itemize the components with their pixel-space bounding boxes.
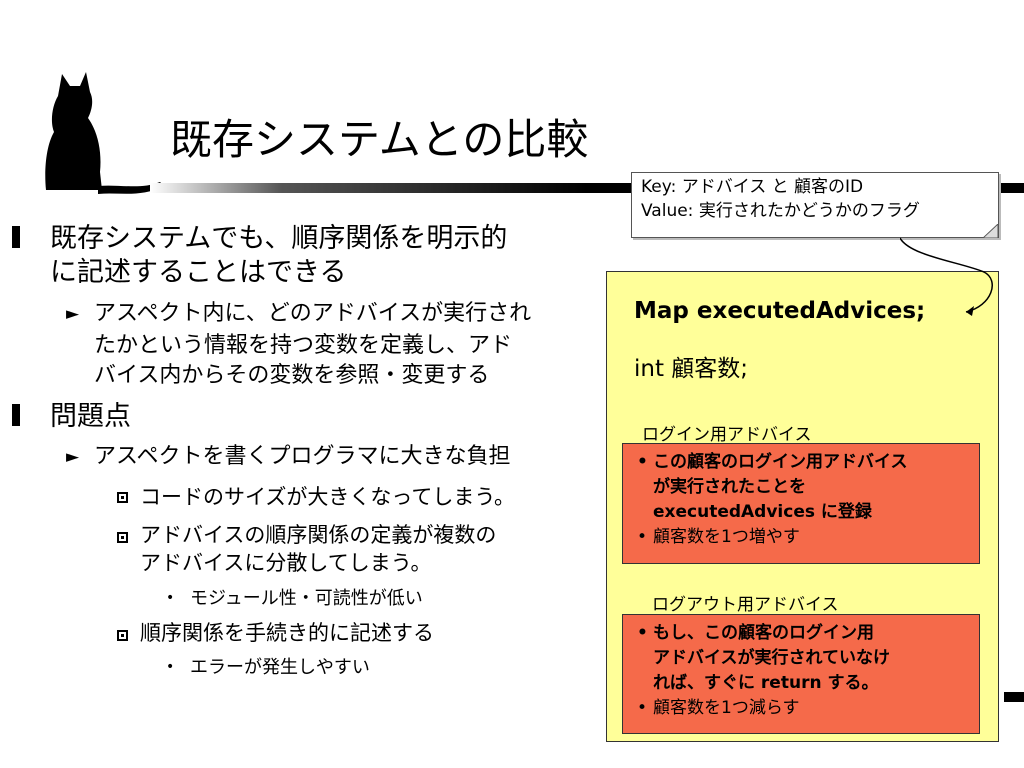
int-declaration: int 顧客数; [634,356,749,382]
bullet-marker [12,226,20,248]
square-bullet-icon [117,630,128,641]
item-1: コードのサイズが大きくなってしまう。 [140,485,516,509]
sub-bullet-1-line-2: たかという情報を持つ変数を定義し、アド [94,333,513,358]
note-line-2: Value: 実行されたかどうかのフラグ [641,201,920,221]
square-bullet-icon [117,532,128,543]
square-bullet-icon [117,492,128,503]
triangle-bullet-icon: ► [66,447,80,467]
note-fold-corner [983,224,998,238]
bullet-1-line-2: に記述することはできる [50,257,347,288]
item-3-sub: エラーが発生しやすい [190,657,370,678]
login-line-3-code: executedAdvices [653,502,815,522]
logout-line-3a: れば、すぐに [653,673,761,693]
sub-bullet-1-line-1: アスペクト内に、どのアドバイスが実行され [94,301,532,326]
cat-logo-icon [45,72,164,194]
item-2-line-2: アドバイスに分散してしまう。 [140,551,432,575]
map-declaration: Map executedAdvices; [634,298,926,324]
login-advice-caption: ログイン用アドバイス [642,425,812,445]
login-line-2: が実行されたことを [653,477,806,497]
item-2-sub: モジュール性・可読性が低い [190,588,423,609]
decorative-bar [1004,692,1024,702]
page-title: 既存システムとの比較 [170,115,589,164]
bullet-2: 問題点 [50,401,131,432]
logout-advice-caption: ログアウト用アドバイス [652,595,839,615]
logout-line-1: もし、この顧客のログイン用 [653,623,874,643]
triangle-bullet-icon: ► [66,304,80,324]
bullet-marker [12,404,20,426]
login-line-1: この顧客のログイン用アドバイス [653,452,908,472]
note-line-1: Key: アドバイス と 顧客のID [641,177,864,197]
sub-bullet-1-line-3: バイス内からその変数を参照・変更する [94,363,490,388]
login-advice-box: •この顧客のログイン用アドバイス が実行されたことを executedAdvic… [622,443,980,564]
logout-line-4: 顧客数を1つ減らす [653,698,800,718]
bullet-1-line-1: 既存システムでも、順序関係を明示的 [50,223,508,254]
logout-line-2: アドバイスが実行されていなけ [653,648,890,668]
logout-advice-box: •もし、この顧客のログイン用 アドバイスが実行されていなけ れば、すぐに ret… [622,614,980,734]
title-rule [150,183,1024,193]
login-line-3-text: に登録 [815,502,872,522]
connector-arrow [900,237,993,316]
login-line-4: 顧客数を1つ増やす [653,527,800,547]
key-value-note: Key: アドバイス と 顧客のID Value: 実行されたかどうかのフラグ [631,172,999,238]
logout-line-3-return: return [760,673,822,693]
dot-bullet-icon: • [166,590,175,606]
logout-line-3c: する。 [821,673,879,693]
item-3: 順序関係を手続き的に記述する [140,621,434,645]
item-2-line-1: アドバイスの順序関係の定義が複数の [140,523,497,547]
sub-bullet-2: アスペクトを書くプログラマに大きな負担 [94,444,511,469]
dot-bullet-icon: • [166,659,175,675]
